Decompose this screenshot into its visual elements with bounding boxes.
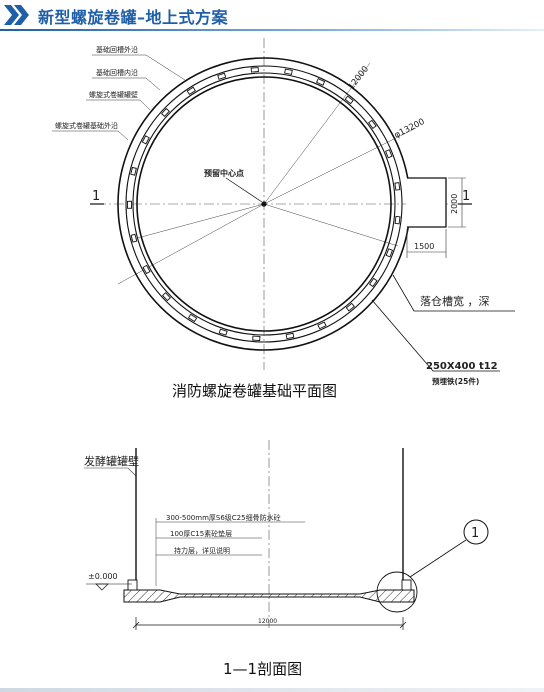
section-view: 发酵罐罐壁 300-500mm厚S6级C25细骨防水砼 100厚C15素砼垫层 … <box>84 440 489 630</box>
level-triangle-icon <box>95 583 109 591</box>
embedded-plate <box>217 72 227 80</box>
label-outer-edge: 基础回槽外沿 <box>96 45 138 54</box>
label-groove: 落仓槽宽 ，深 <box>420 294 490 308</box>
wall-footing-left <box>127 579 138 591</box>
tank-wall-ring <box>136 76 392 332</box>
embedded-plate <box>130 166 137 176</box>
label-tank-wall-section: 发酵罐罐壁 <box>84 454 139 468</box>
embedded-plate <box>385 149 393 159</box>
embedded-plate <box>141 135 150 145</box>
embedded-plate <box>161 292 171 302</box>
header: 新型螺旋卷罐–地上式方案 <box>0 0 544 31</box>
embedded-plate <box>218 328 228 336</box>
embedded-plate <box>186 86 196 96</box>
label-foundation-outer: 螺旋式卷罐基础外沿 <box>55 121 118 130</box>
embedded-plate <box>317 321 327 330</box>
embedded-plate <box>285 332 295 340</box>
embedded-plate <box>385 248 394 258</box>
label-level: ±0.000 <box>88 572 118 581</box>
embedded-plate <box>368 119 377 129</box>
label-leaders <box>52 54 186 141</box>
callout-leaders <box>371 274 515 372</box>
label-tank-wall: 螺旋式卷罐罐壁 <box>89 90 138 99</box>
dim-sump-width: 1500 <box>414 242 434 251</box>
label-layer-3: 持力层，详见说明 <box>174 546 230 555</box>
dim-section-width: 12000 <box>258 618 277 625</box>
title-underline <box>0 29 544 31</box>
embedded-plate <box>344 95 354 105</box>
label-inner-edge: 基础回槽内沿 <box>96 68 138 77</box>
page-title: 新型螺旋卷罐–地上式方案 <box>38 8 229 27</box>
wall-footing-right <box>401 579 412 591</box>
groove-inner-ring <box>132 72 396 336</box>
section-mark-left: 1 <box>92 189 100 204</box>
label-embed-name: 预埋铁(25件) <box>432 376 479 386</box>
section-mark-right: 1 <box>462 189 470 204</box>
section-caption: 1—1剖面图 <box>223 660 303 678</box>
dim-inner-diameter: 12000 <box>346 64 371 91</box>
embedded-plate <box>142 264 151 275</box>
side-sump <box>406 177 447 228</box>
embedded-plate <box>368 277 378 288</box>
label-layer-1: 300-500mm厚S6级C25细骨防水砼 <box>166 513 281 522</box>
embedded-plate <box>160 107 170 118</box>
embedded-plate <box>252 335 261 341</box>
footer-bar <box>0 688 544 692</box>
label-layer-2: 100厚C15素砼垫层 <box>170 529 232 538</box>
dim-sump-height: 2000 <box>450 194 459 214</box>
sump-dimensions <box>406 177 466 258</box>
plan-view: 预留中心点 基础回槽外沿 基础回槽内沿 螺旋式卷罐罐壁 螺旋式卷罐基础外沿 12… <box>52 38 515 386</box>
section-dimension <box>132 617 407 630</box>
embedded-plates <box>127 67 401 341</box>
detail-reference-bubble <box>463 519 489 545</box>
layer-leaders <box>155 518 305 586</box>
radial-lines <box>117 62 417 285</box>
label-embed-size: 250X400 t12 <box>426 361 498 372</box>
embedded-plate <box>345 302 355 312</box>
dim-outer-diameter: φ13200 <box>393 117 427 141</box>
double-chevron-right-icon <box>4 5 29 25</box>
embedded-plate <box>250 67 259 73</box>
groove-outer-ring <box>125 65 403 343</box>
embedded-plate <box>315 78 326 86</box>
detail-reference-number: 1 <box>471 526 479 541</box>
center-point <box>261 201 267 207</box>
detail-circle <box>376 571 418 613</box>
embedded-plate <box>394 215 401 225</box>
embedded-plate <box>284 68 293 75</box>
center-label: 预留中心点 <box>204 168 244 178</box>
embedded-plate <box>394 182 401 191</box>
embedded-plate <box>127 200 132 209</box>
embedded-plate <box>187 313 198 323</box>
plan-caption: 消防螺旋卷罐基础平面图 <box>172 382 338 400</box>
embedded-plate <box>130 233 138 243</box>
